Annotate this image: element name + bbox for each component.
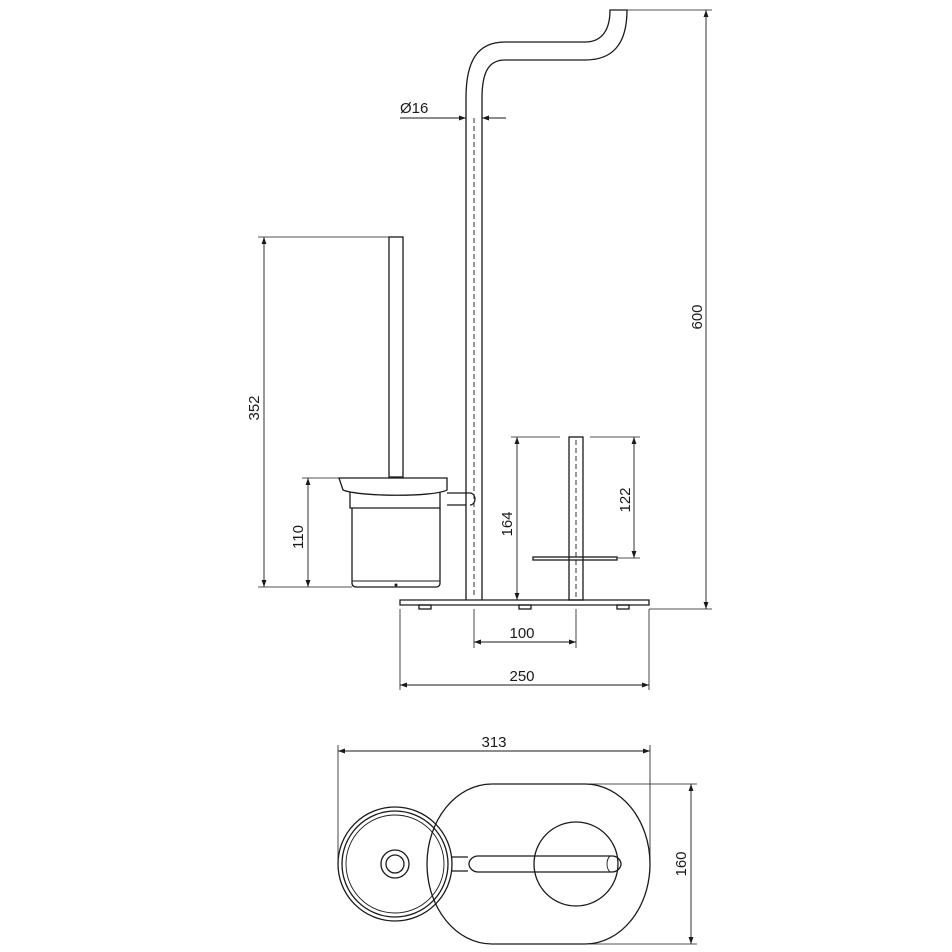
cup-body: [351, 508, 441, 588]
dim-holder-arm: 122: [617, 487, 634, 512]
top-base-plate: [426, 783, 651, 945]
brush-handle: [388, 236, 404, 478]
main-pole: [465, 9, 628, 600]
top-cup-ring: [341, 810, 449, 918]
dim-top-length: 313: [481, 734, 506, 751]
spare-roll-post: [568, 436, 584, 601]
front-dimensions: 600 Ø16 352 110 164 122 100 250: [246, 9, 712, 690]
top-cup-handle-outer: [380, 849, 410, 879]
dim-total-height: 600: [689, 304, 706, 329]
cup-collar: [349, 492, 441, 509]
base-plate: [399, 599, 650, 606]
dim-base-width: 250: [509, 668, 534, 685]
base-foot-3: [616, 604, 630, 610]
top-cup-handle-inner: [385, 854, 405, 874]
top-cup-outer: [337, 806, 453, 922]
top-dimensions: 313 160: [337, 734, 697, 945]
top-view: [337, 783, 651, 945]
dim-brush-height: 352: [246, 395, 263, 420]
dim-holder-total: 164: [499, 511, 516, 536]
cup-center-mark: [394, 583, 398, 587]
base-foot-1: [418, 604, 432, 610]
top-cup-inner: [345, 814, 445, 914]
top-bracket: [452, 856, 468, 872]
top-arm: [468, 855, 622, 873]
cup-bracket: [447, 492, 476, 506]
dim-diameter: Ø16: [400, 100, 428, 117]
top-roll-plate: [533, 821, 619, 907]
dim-top-depth: 160: [673, 851, 690, 876]
dim-cup-height: 110: [290, 525, 307, 549]
front-view: [338, 9, 650, 610]
top-arm-tip: [606, 855, 611, 873]
spare-roll-plate: [532, 556, 618, 561]
cup-rim: [338, 477, 448, 496]
dim-post-spacing: 100: [509, 625, 534, 642]
base-foot-2: [518, 604, 532, 610]
